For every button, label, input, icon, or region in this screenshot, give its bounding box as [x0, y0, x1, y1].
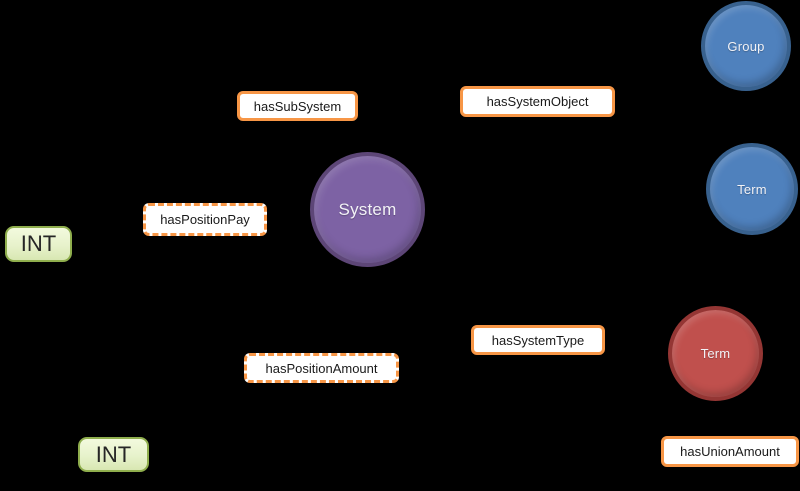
property-label-hasPositionAmount: hasPositionAmount	[244, 353, 399, 383]
property-text: hasPositionAmount	[265, 360, 378, 376]
datatype-node-int-left: INT	[5, 226, 72, 262]
class-node-label: Term	[737, 181, 767, 197]
property-label-hasSubSystem: hasSubSystem	[237, 91, 358, 121]
property-label-hasSystemObject: hasSystemObject	[460, 86, 615, 117]
class-node-label: System	[338, 199, 397, 219]
property-text: hasPositionPay	[160, 212, 250, 227]
class-node-label: Group	[727, 38, 765, 54]
property-text: hasSubSystem	[253, 98, 342, 114]
property-text: hasSystemObject	[486, 94, 589, 109]
class-node-system: System	[310, 152, 425, 267]
class-node-group: Group	[701, 1, 791, 91]
property-text: hasUnionAmount	[680, 444, 780, 459]
property-label-hasSystemType: hasSystemType	[471, 325, 605, 355]
datatype-text: INT	[20, 231, 57, 256]
class-node-term-red: Term	[668, 306, 763, 401]
datatype-node-int-bottom: INT	[78, 437, 149, 472]
class-node-term-blue: Term	[706, 143, 798, 235]
property-label-hasPositionPay: hasPositionPay	[143, 203, 267, 236]
property-text: hasSystemType	[491, 332, 585, 348]
class-node-label: Term	[700, 346, 731, 361]
property-label-hasUnionAmount: hasUnionAmount	[661, 436, 799, 467]
datatype-text: INT	[95, 441, 132, 467]
